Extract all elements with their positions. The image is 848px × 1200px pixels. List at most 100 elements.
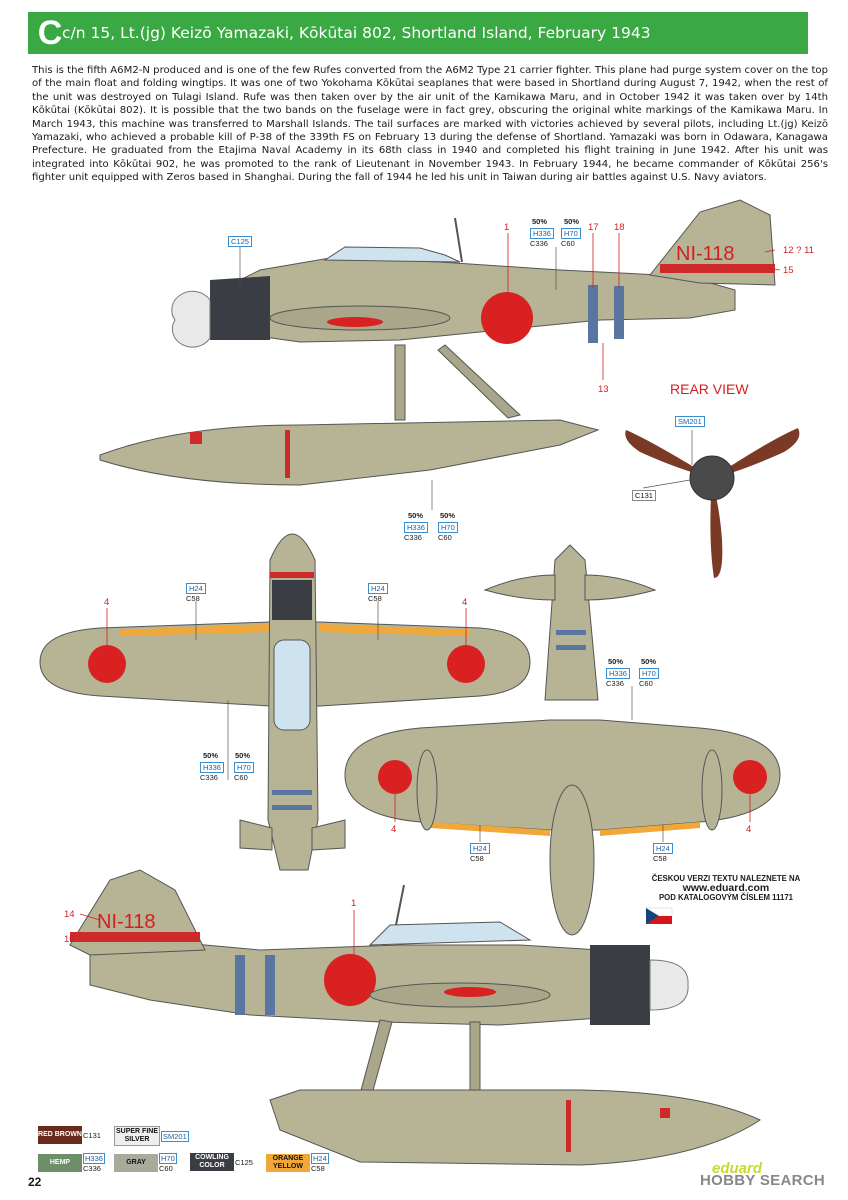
code-c58: C58 [653, 854, 667, 863]
code-c60: C60 [234, 773, 248, 782]
code-orange-2: H24 C58 [368, 583, 388, 603]
code-c336: C336 [200, 773, 218, 782]
callout-lines [79, 233, 781, 955]
history-text: This is the fifth A6M2-N produced and is… [32, 65, 828, 184]
legend-code: C131 [83, 1130, 101, 1140]
mix-hemp-1: H336 C336 [530, 228, 554, 248]
pct-3b: 50% [641, 657, 657, 666]
code-c60: C60 [639, 679, 653, 688]
legend-super-fine-silver: SUPER FINE SILVER SM201 [114, 1126, 189, 1146]
pct-2a: 50% [408, 511, 424, 520]
profile-title: c/n 15, Lt.(jg) Keizō Yamazaki, Kōkūtai … [62, 24, 651, 42]
code-h24: H24 [470, 843, 490, 854]
code-c60: C60 [438, 533, 452, 542]
rear-view-propeller [625, 428, 800, 578]
code-h70: H70 [561, 228, 581, 239]
profile-header: C c/n 15, Lt.(jg) Keizō Yamazaki, Kōkūta… [28, 12, 808, 54]
callout-4-a: 4 [104, 597, 109, 608]
code-c60: C60 [561, 239, 575, 248]
tail-code-left: NI-118 [676, 243, 735, 265]
code-spinner: SM201 [675, 416, 705, 427]
legend-cowling: COWLING COLOR C125 [190, 1153, 253, 1171]
legend-code: H70 [159, 1153, 177, 1164]
code-c336: C336 [404, 533, 422, 542]
code-orange-4: H24 C58 [653, 843, 673, 863]
pct-4b: 50% [235, 751, 251, 760]
code-sm201: SM201 [675, 416, 705, 427]
mix-gray-2: H70 C60 [438, 522, 458, 542]
legend-swatch: GRAY [114, 1154, 158, 1172]
callout-14: 14 [64, 909, 75, 920]
callout-4-b: 4 [462, 597, 467, 608]
underside-plan-view [39, 533, 531, 871]
callout-4-c: 4 [391, 824, 396, 835]
rear-view-label: REAR VIEW [670, 381, 749, 397]
callout-1-bottom: 1 [351, 898, 356, 909]
page-number: 22 [28, 1175, 42, 1189]
pct-1b: 50% [564, 217, 580, 226]
code-h24: H24 [368, 583, 388, 594]
code-prop: C131 [632, 490, 656, 501]
code-cowling: C125 [228, 236, 252, 247]
czech-note-web: www.eduard.com [682, 881, 770, 894]
code-h336: H336 [530, 228, 554, 239]
code-lines [195, 246, 693, 842]
legend-swatch: COWLING COLOR [190, 1153, 234, 1171]
code-h70: H70 [234, 762, 254, 773]
code-h70: H70 [438, 522, 458, 533]
callout-17: 17 [588, 222, 599, 233]
profile-letter: C [37, 13, 63, 52]
mix-hemp-4: H336 C336 [200, 762, 224, 782]
mix-gray-4: H70 C60 [234, 762, 254, 782]
code-c336: C336 [530, 239, 548, 248]
upper-plan-view [344, 544, 781, 936]
czech-note: ČESKOU VERZI TEXTU NALEZNETE NA www.edua… [611, 874, 841, 903]
right-profile-view [69, 869, 762, 1166]
legend-code: H336 [83, 1153, 105, 1164]
code-c58: C58 [186, 594, 200, 603]
legend-red-brown: RED BROWN C131 [38, 1126, 101, 1144]
mix-hemp-2: H336 C336 [404, 522, 428, 542]
pct-2b: 50% [440, 511, 456, 520]
legend-code: H24 [311, 1153, 329, 1164]
legend-code: C58 [311, 1164, 325, 1173]
code-c58: C58 [470, 854, 484, 863]
code-h336: H336 [404, 522, 428, 533]
callout-16: 16 [64, 934, 75, 945]
mix-gray-1: H70 C60 [561, 228, 581, 248]
left-profile-view [99, 199, 776, 486]
legend-code: SM201 [161, 1130, 189, 1142]
code-c131: C131 [632, 490, 656, 501]
code-h70: H70 [639, 668, 659, 679]
czech-note-line3: POD KATALOGOVÝM ČÍSLEM 11171 [658, 893, 794, 902]
code-c125: C125 [228, 236, 252, 247]
code-c58: C58 [368, 594, 382, 603]
legend-code: C336 [83, 1164, 101, 1173]
callout-4-d: 4 [746, 824, 751, 835]
callout-1-top: 1 [504, 222, 509, 233]
code-orange-3: H24 C58 [470, 843, 490, 863]
callout-12-11: 12 ? 11 [783, 245, 814, 256]
mix-gray-3: H70 C60 [639, 668, 659, 688]
pct-3a: 50% [608, 657, 624, 666]
pct-1a: 50% [532, 217, 548, 226]
legend-code: C125 [235, 1157, 253, 1167]
legend-swatch: RED BROWN [38, 1126, 82, 1144]
czech-note-line1: ČESKOU VERZI TEXTU NALEZNETE NA [651, 874, 801, 883]
code-h336: H336 [606, 668, 630, 679]
czech-flag [645, 907, 673, 924]
legend-swatch: ORANGE YELLOW [266, 1154, 310, 1172]
pct-4a: 50% [203, 751, 219, 760]
callout-numbers: 1 17 18 13 12 ? 11 15 4 4 4 4 1 14 16 [64, 222, 814, 945]
legend-swatch: HEMP [38, 1154, 82, 1172]
code-c336: C336 [606, 679, 624, 688]
callout-18: 18 [614, 222, 625, 233]
callout-15: 15 [783, 265, 794, 276]
tail-code-right: NI-118 [97, 911, 156, 933]
mix-hemp-3: H336 C336 [606, 668, 630, 688]
code-h336: H336 [200, 762, 224, 773]
